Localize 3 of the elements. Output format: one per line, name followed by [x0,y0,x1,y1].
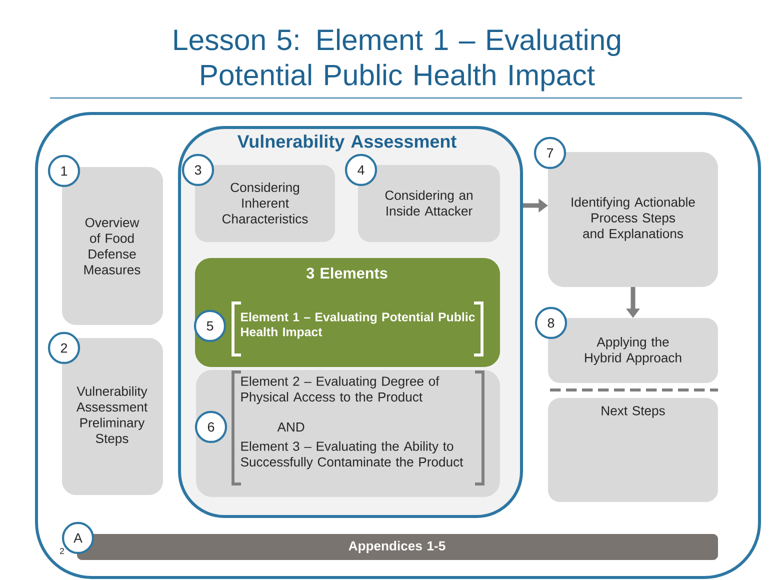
process-box: Next Steps [548,398,718,502]
page-number: 2 [60,548,64,554]
title: Lesson 5: Element 1 – Evaluating Potential Public Health Impact [174,28,620,92]
